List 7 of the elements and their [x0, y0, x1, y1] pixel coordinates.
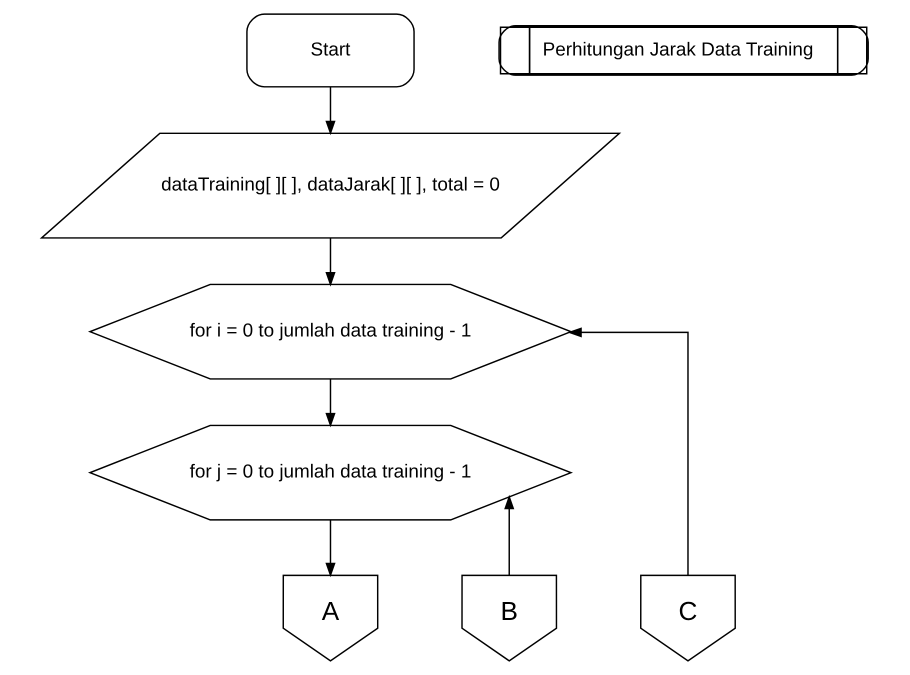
arrow [504, 494, 514, 576]
arrow [567, 327, 689, 576]
arrow [325, 87, 336, 136]
arrow [325, 379, 336, 428]
arrow [325, 238, 336, 287]
arrow [325, 520, 336, 578]
node-box: Start [246, 13, 415, 88]
